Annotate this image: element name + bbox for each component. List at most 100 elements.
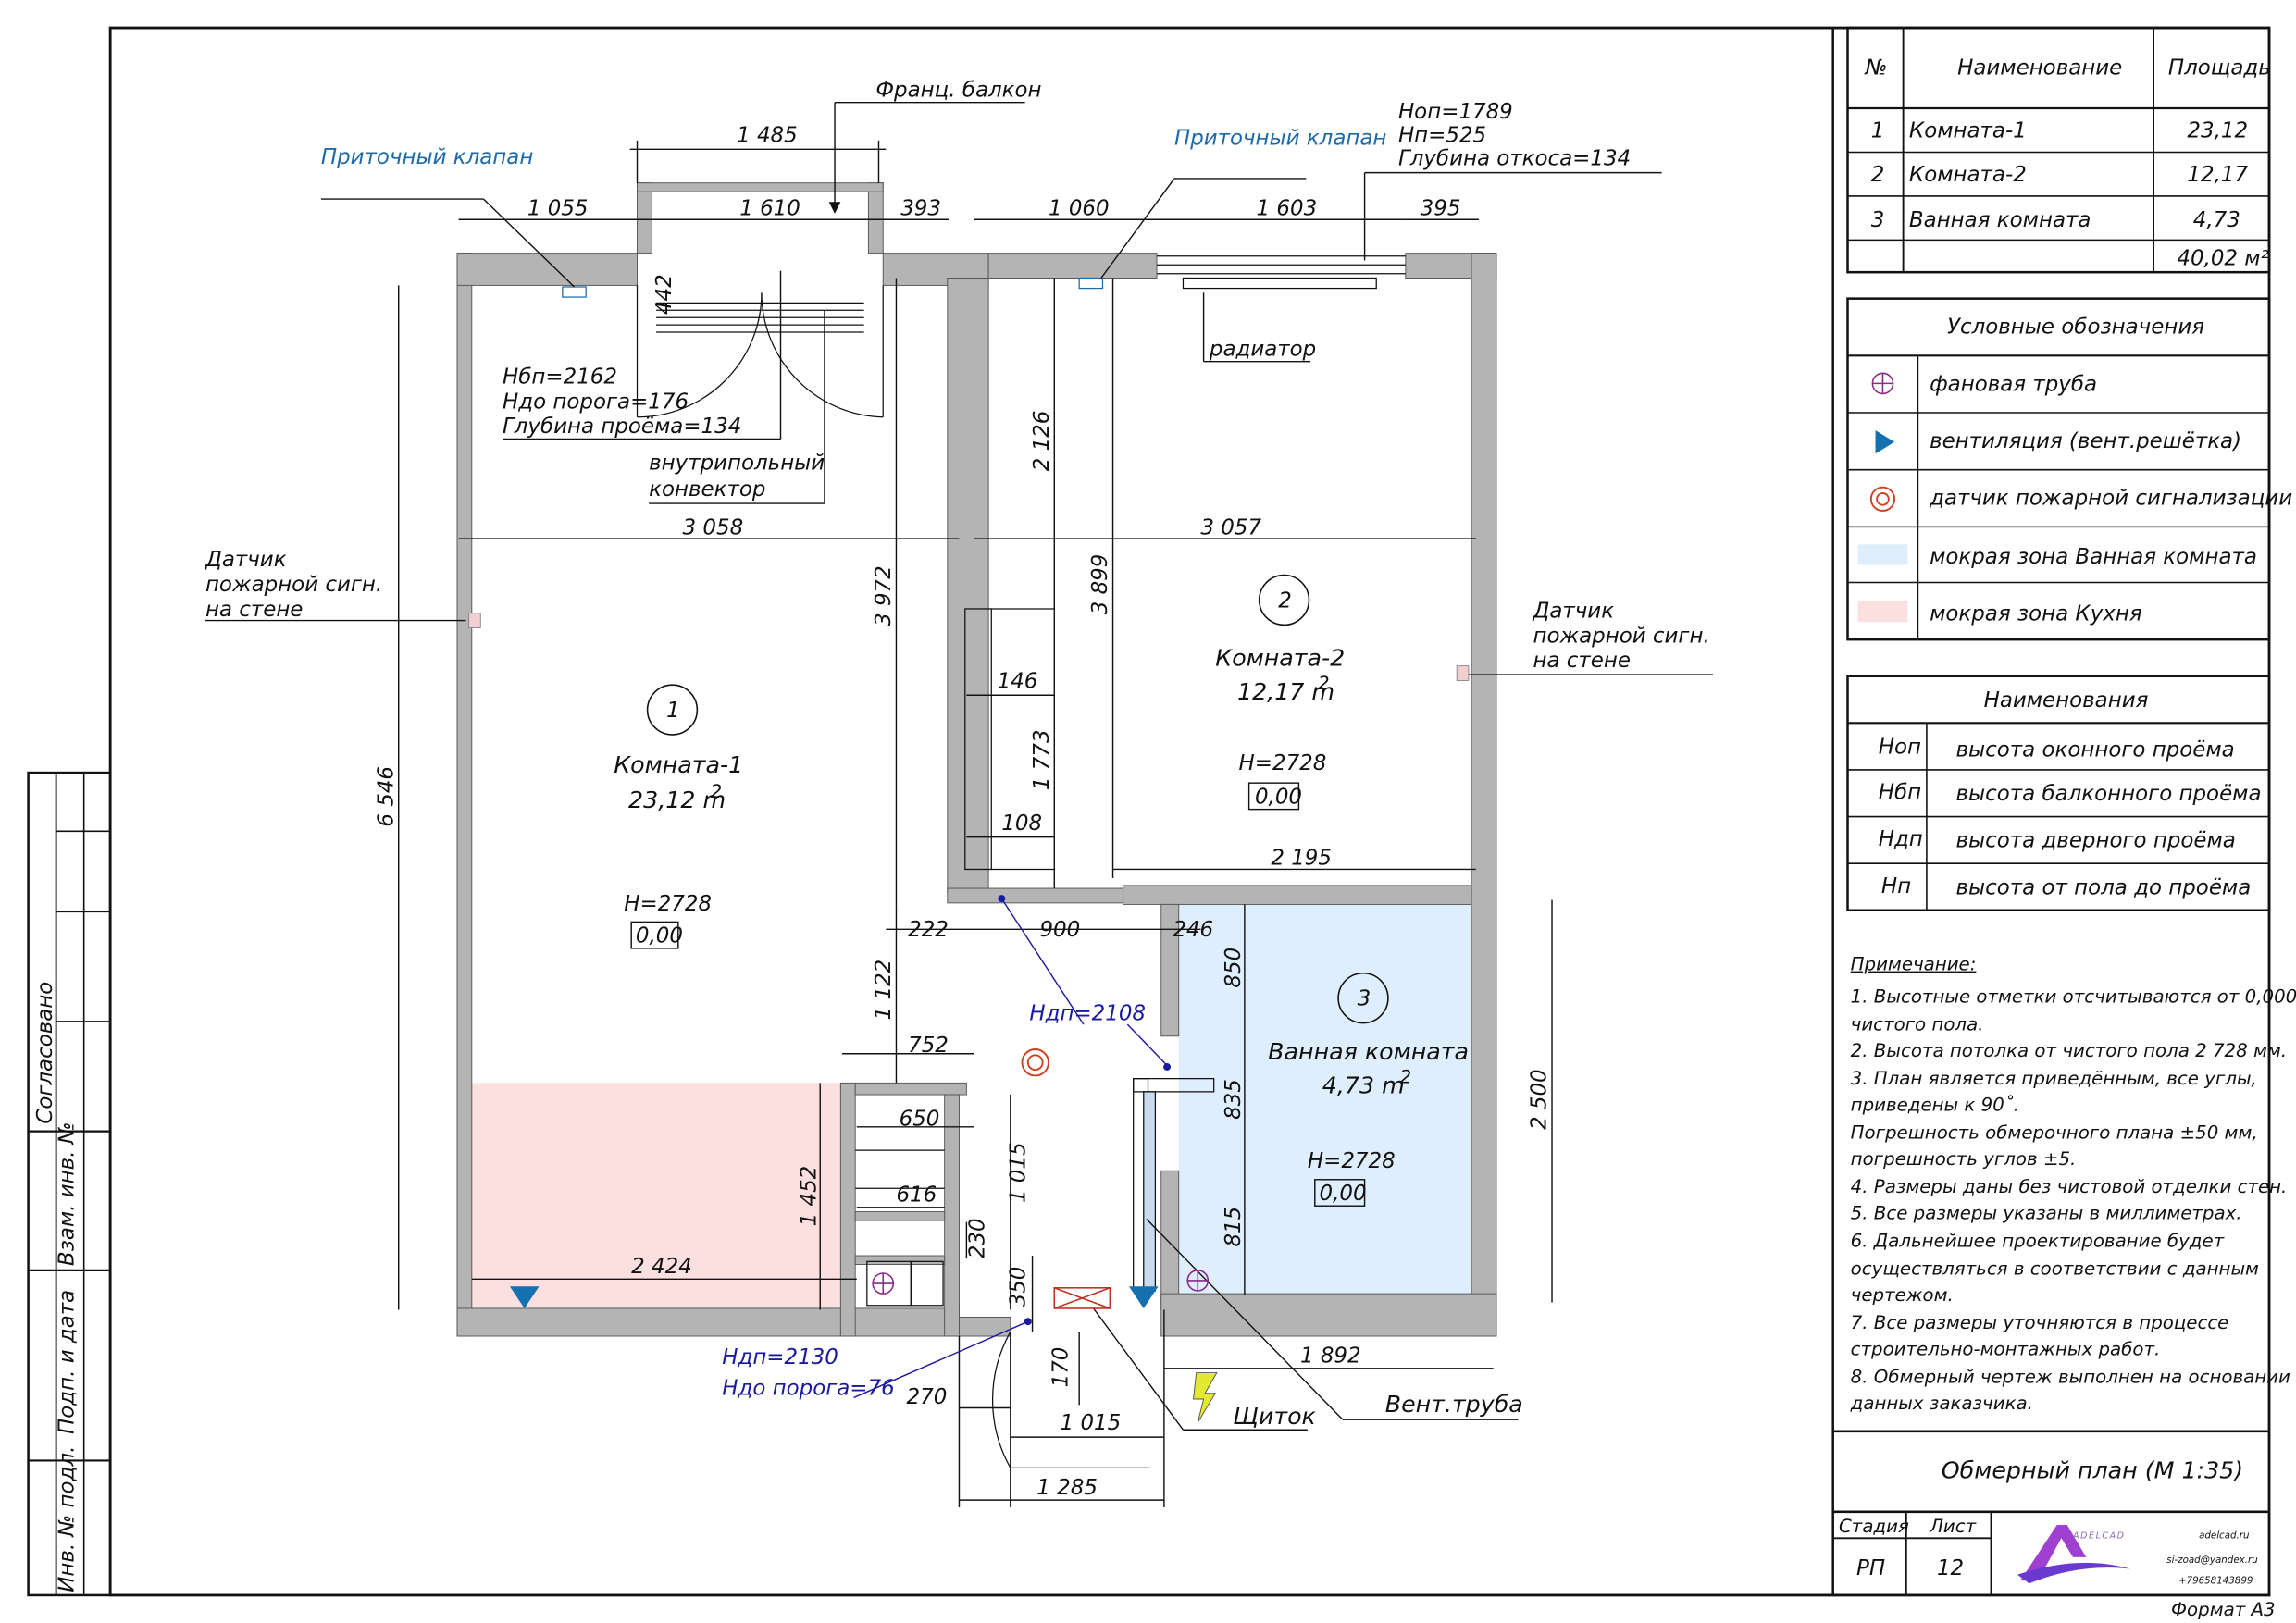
vent-icon: [509, 1286, 540, 1308]
label-balcony-depth: Глубина проёма=134: [503, 415, 741, 439]
label-window-h-p: Hп=525: [1398, 123, 1486, 147]
contact-site: adelcad.ru: [2199, 1530, 2250, 1541]
dim-752: 752: [908, 1034, 949, 1058]
bath-wet-zone: [1178, 904, 1472, 1295]
wet-zone-bath-swatch: [1857, 544, 1908, 565]
window-glazing: [562, 255, 1406, 1468]
svg-text:ADELCAD: ADELCAD: [2072, 1530, 2125, 1541]
notes: Примечание: 1. Высотные отметки отсчитыв…: [1850, 954, 2296, 1414]
svg-text:погрешность углов ±5.: погрешность углов ±5.: [1851, 1148, 2077, 1170]
dim-650: 650: [900, 1107, 940, 1131]
dim-1773: 1 773: [1030, 729, 1054, 790]
svg-text:H=2728: H=2728: [1308, 1149, 1396, 1173]
dim-3058: 3 058: [683, 515, 744, 539]
svg-text:приведены к 90˚.: приведены к 90˚.: [1851, 1094, 2019, 1115]
area-table: № Наименование Площадь 1 Комната-1 23,12…: [1846, 26, 2271, 274]
dim-270: 270: [907, 1385, 948, 1409]
svg-text:1. Высотные отметки отсчитываю: 1. Высотные отметки отсчитываются от 0,0…: [1851, 985, 2296, 1007]
dim-850: 850: [1222, 948, 1246, 988]
svg-text:датчик пожарной сигнализации: датчик пожарной сигнализации: [1929, 487, 2292, 511]
svg-text:Ванная комната: Ванная комната: [1268, 1038, 1469, 1065]
svg-text:Ванная комната: Ванная комната: [1909, 208, 2091, 232]
svg-text:1: 1: [666, 699, 680, 723]
dim-1285: 1 285: [1036, 1476, 1098, 1500]
label-supply-valve-2: Приточный клапан: [1174, 127, 1386, 151]
label-door-h-1: Hдп=2108: [1029, 1001, 1146, 1025]
sheet-frame: [108, 26, 2271, 1597]
svg-text:8. Обмерный чертеж выполнен на: 8. Обмерный чертеж выполнен на основании: [1851, 1367, 2290, 1388]
dim-1055: 1 055: [527, 196, 589, 220]
dim-1122: 1 122: [872, 960, 896, 1021]
svg-text:2: 2: [1318, 673, 1330, 694]
svg-text:данных заказчика.: данных заказчика.: [1850, 1393, 2033, 1414]
svg-text:0,00: 0,00: [1320, 1182, 1367, 1206]
contact-phone: +79658143899: [2178, 1575, 2253, 1586]
svg-text:3: 3: [1358, 987, 1371, 1011]
label-shield: Щиток: [1233, 1403, 1316, 1430]
fan-pipe-icon: [1871, 372, 1894, 395]
label-door-h-2a: Hдп=2130: [722, 1345, 838, 1369]
dim-2500: 2 500: [1528, 1069, 1552, 1130]
label-fire-sensor-left-3: на стене: [205, 598, 303, 622]
dim-1485: 1 485: [737, 123, 798, 147]
label-balcony-threshold: Hдо порога=176: [503, 390, 689, 414]
svg-text:3. План является приведённым,: 3. План является приведённым, все углы,: [1851, 1068, 2257, 1089]
label-supply-valve-1: Приточный клапан: [321, 145, 533, 169]
stamp-sign-date: Подп. и дата: [56, 1290, 80, 1434]
dim-146: 146: [998, 669, 1038, 693]
dim-2126: 2 126: [1030, 411, 1054, 472]
svg-text:0,00: 0,00: [1255, 785, 1302, 809]
dim-616: 616: [896, 1183, 937, 1207]
svg-text:Погрешность обмерочного плана: Погрешность обмерочного плана ±50 мм,: [1851, 1121, 2258, 1143]
legend-title: Условные обозначения: [1947, 316, 2204, 340]
svg-text:2: 2: [1871, 163, 1885, 187]
svg-text:6. Дальнейшее проектирование б: 6. Дальнейшее проектирование будет: [1851, 1231, 2225, 1252]
room-3-label: 3 Ванная комната 4,73 m 2 H=2728 0,00: [1268, 972, 1469, 1207]
label-fr-balcony: Франц. балкон: [875, 78, 1041, 102]
svg-text:Комната-2: Комната-2: [1215, 645, 1345, 672]
dim-3899: 3 899: [1088, 554, 1112, 615]
dim-1452: 1 452: [797, 1166, 821, 1227]
dim-2424: 2 424: [631, 1255, 692, 1279]
drawing-title: Обмерный план (М 1:35): [1942, 1456, 2243, 1483]
stage-label: Стадия: [1839, 1516, 1909, 1537]
svg-text:12,17: 12,17: [2187, 163, 2248, 187]
stamp-inv-original: Инв. № подл.: [56, 1446, 80, 1592]
dim-1060: 1 060: [1049, 196, 1110, 220]
svg-text:высота балконного проёма: высота балконного проёма: [1956, 782, 2262, 806]
svg-text:строительно-монтажных работ.: строительно-монтажных работ.: [1851, 1339, 2161, 1360]
dim-815: 815: [1222, 1207, 1246, 1247]
label-fire-sensor-left-2: пожарной сигн.: [205, 573, 382, 597]
label-door-h-2b: Hдо порога=76: [722, 1376, 894, 1400]
svg-text:7. Все размеры уточняются в пр: 7. Все размеры уточняются в процессе: [1851, 1312, 2229, 1333]
dim-1015a: 1 015: [1007, 1142, 1031, 1203]
label-fire-sensor-right-2: пожарной сигн.: [1533, 624, 1709, 648]
svg-text:мокрая зона Кухня: мокрая зона Кухня: [1930, 602, 2142, 626]
dim-3057: 3 057: [1200, 515, 1261, 539]
label-convector-1: внутрипольный: [649, 452, 825, 476]
contact-email: si-zoad@yandex.ru: [2166, 1555, 2258, 1566]
svg-text:Hдп: Hдп: [1879, 827, 1923, 851]
stage-value: РП: [1856, 1556, 1885, 1580]
kitchen-wet-zone: [471, 1083, 841, 1308]
dim-2195: 2 195: [1271, 847, 1332, 871]
label-balcony-h: Hбп=2162: [503, 365, 617, 389]
label-convector-2: конвектор: [649, 477, 765, 502]
svg-text:фановая труба: фановая труба: [1930, 372, 2097, 396]
dim-3972: 3 972: [872, 565, 896, 626]
svg-text:H=2728: H=2728: [624, 892, 712, 916]
svg-text:23,12: 23,12: [2187, 119, 2248, 143]
naming-title: Наименования: [1984, 688, 2149, 712]
svg-text:Hбп: Hбп: [1879, 781, 1921, 805]
label-fire-sensor-right-1: Датчик: [1532, 599, 1614, 623]
room-2-label: 2 Комната-2 12,17 m 2 H=2728 0,00: [1215, 574, 1345, 811]
area-table-header-area: Площадь: [2168, 56, 2271, 81]
svg-text:2. Высота потолка от чистого п: 2. Высота потолка от чистого пола 2 728 …: [1851, 1040, 2287, 1061]
dim-170: 170: [1049, 1347, 1074, 1388]
svg-text:3: 3: [1871, 208, 1885, 232]
ventilation-icon: [1875, 429, 1895, 454]
area-table-header-name: Наименование: [1957, 56, 2122, 81]
label-window-depth: Глубина откоса=134: [1398, 147, 1631, 171]
label-radiator: радиатор: [1209, 337, 1316, 361]
